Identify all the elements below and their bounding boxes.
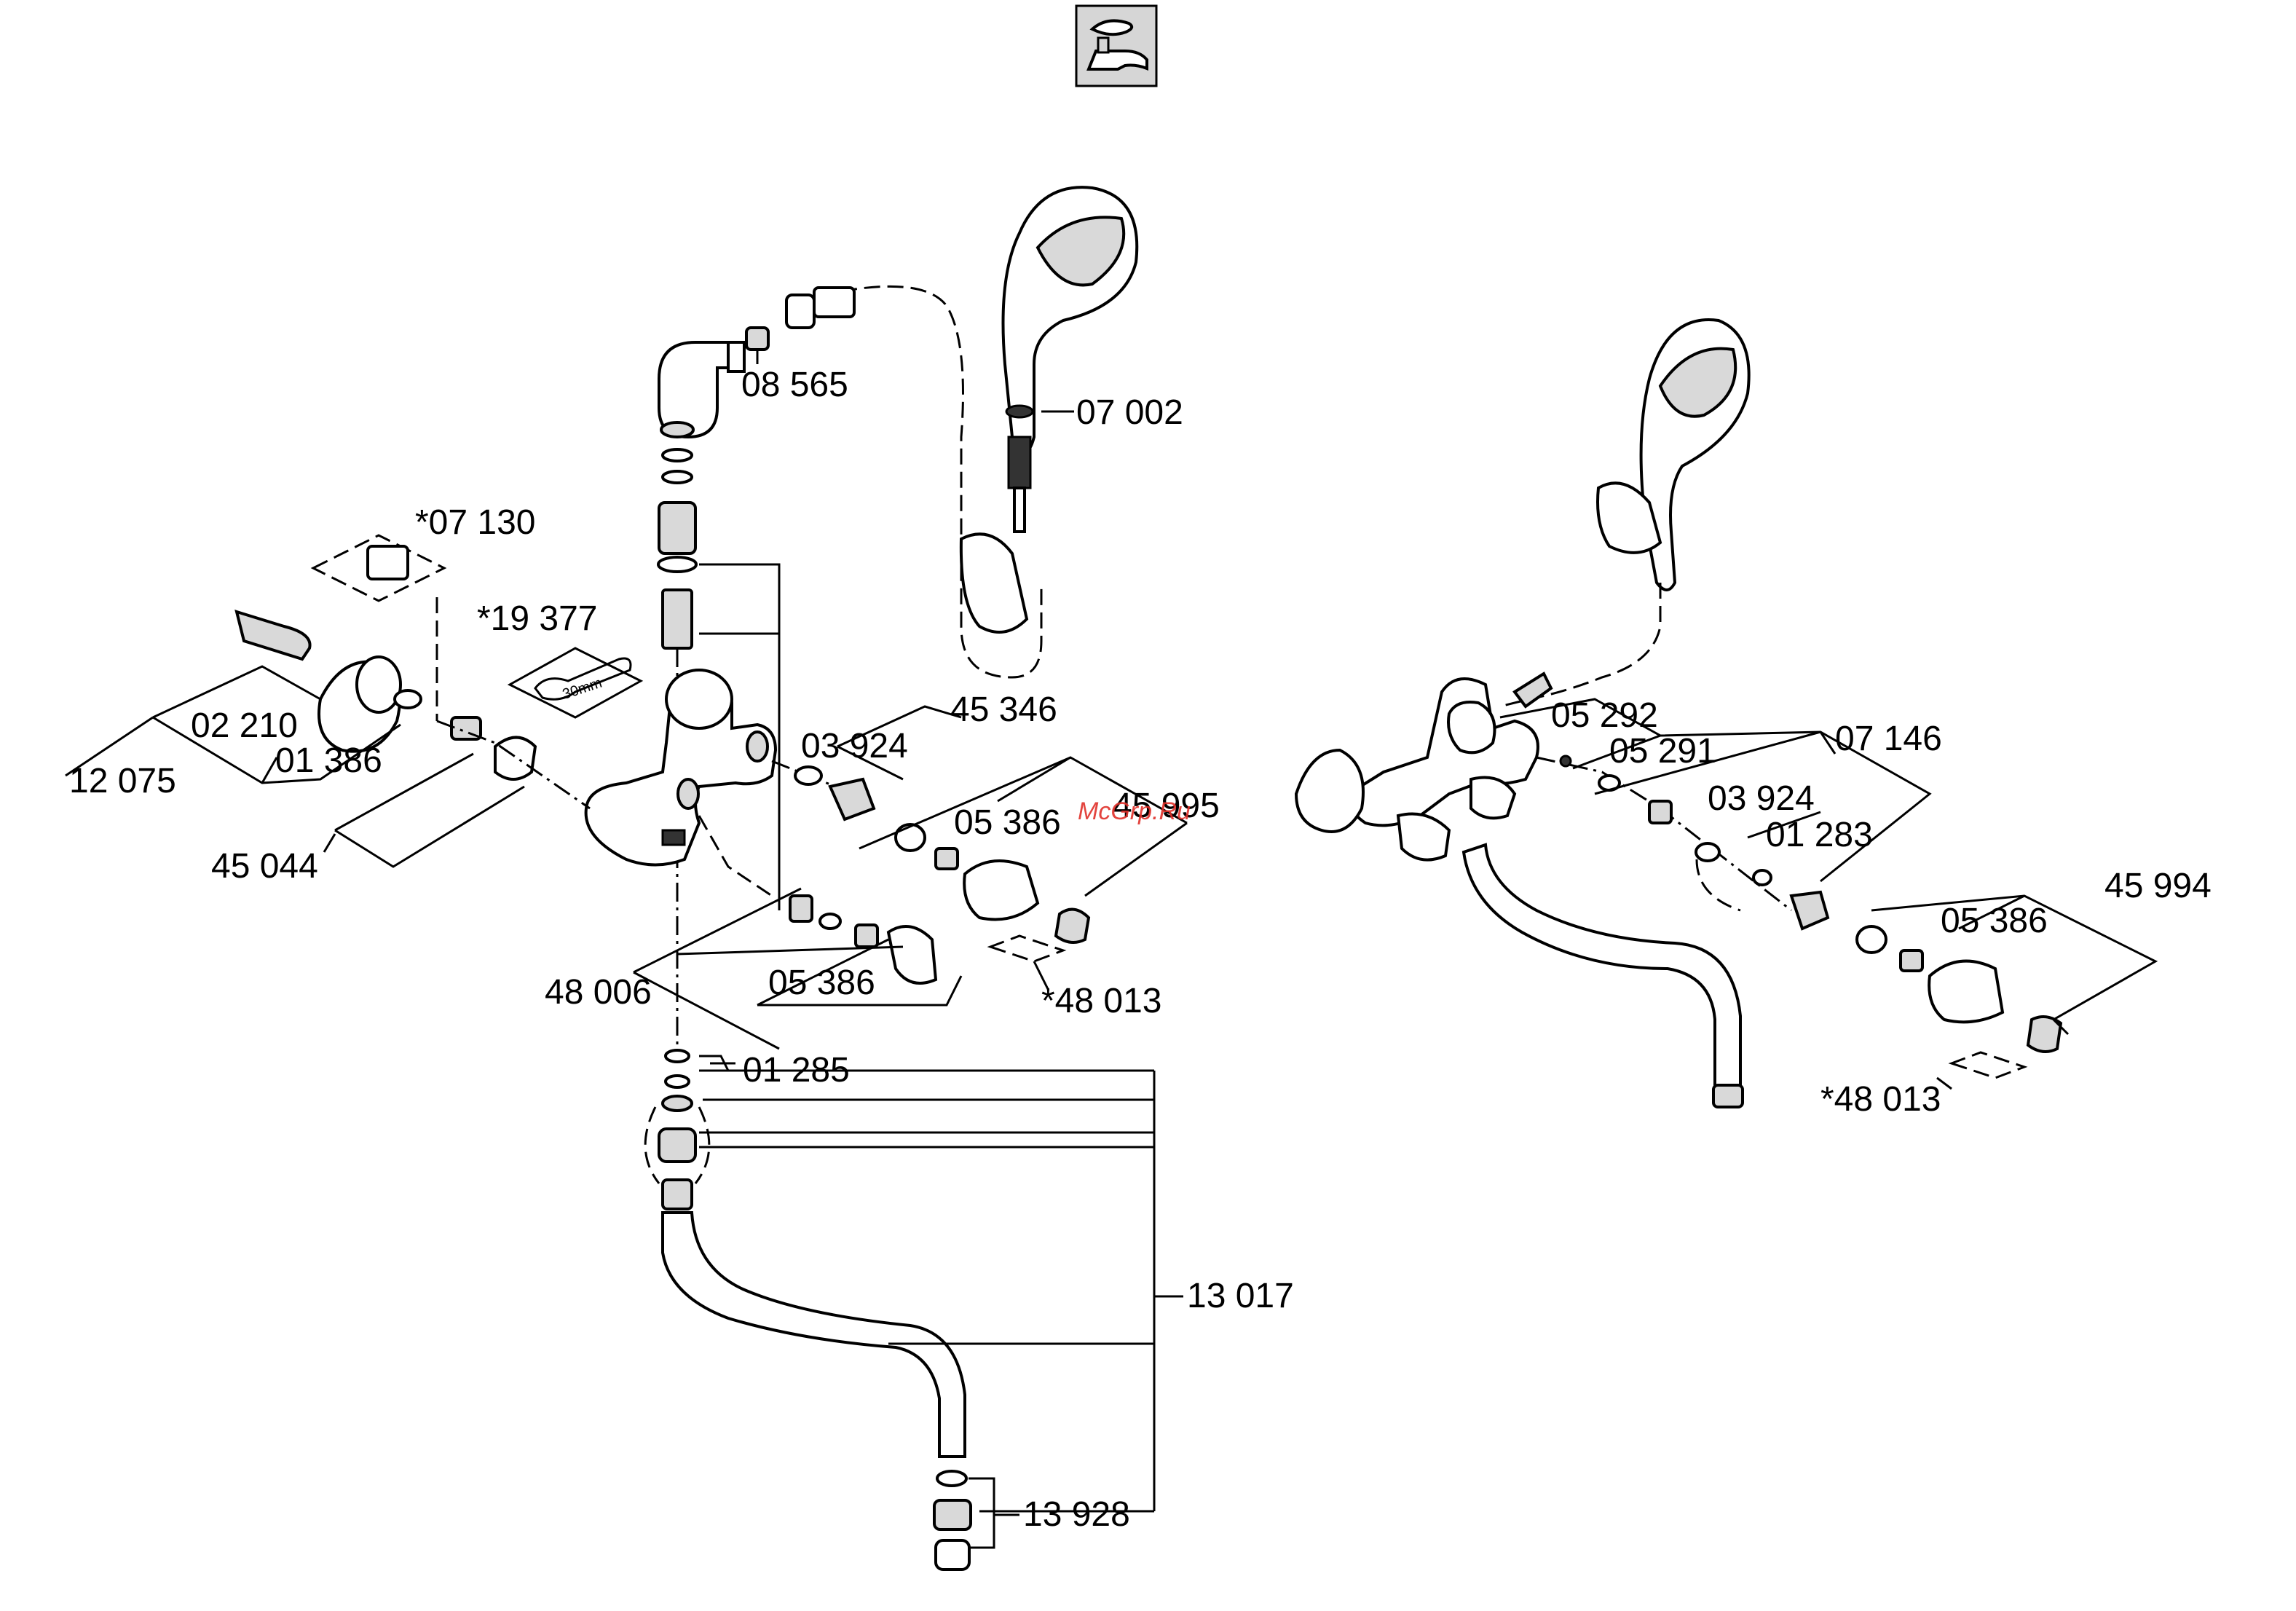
label-48006: 48 006 — [545, 973, 652, 1012]
label-02210: 02 210 — [191, 706, 298, 745]
handle-45995 — [964, 861, 1038, 920]
leader-lines — [66, 350, 2155, 1548]
right-assembly — [1296, 320, 2061, 1107]
callout-labels: 08 565 07 002 *07 130 *19 377 02 210 01 … — [69, 366, 2212, 1534]
label-08565: 08 565 — [741, 366, 848, 404]
label-05292: 05 292 — [1551, 696, 1658, 735]
spout-right — [1464, 845, 1740, 1092]
label-13928: 13 928 — [1023, 1495, 1130, 1534]
spout-left — [663, 1213, 965, 1457]
label-01283: 01 283 — [1766, 816, 1873, 854]
watermark: McGrp.Ru — [1078, 797, 1191, 825]
label-05291: 05 291 — [1609, 732, 1716, 771]
faucet-type-icon — [1076, 6, 1156, 86]
label-45346: 45 346 — [950, 690, 1057, 729]
wrench-box-19377: 30mm — [510, 648, 641, 717]
label-03924-left: 03 924 — [801, 727, 908, 765]
label-05386-right: 05 386 — [1941, 902, 2048, 940]
label-05386-lower: 05 386 — [768, 964, 875, 1002]
nut-left — [451, 717, 535, 779]
label-01386: 01 386 — [275, 741, 382, 780]
label-12075: 12 075 — [69, 762, 176, 800]
label-19377: *19 377 — [477, 599, 598, 638]
wrench-size-label: 30mm — [561, 675, 604, 703]
label-05386-left: 05 386 — [954, 803, 1061, 842]
label-07146: 07 146 — [1835, 720, 1942, 758]
label-48013-left: *48 013 — [1041, 982, 1162, 1020]
shower-holder — [961, 534, 1027, 632]
label-03924-right: 03 924 — [1708, 779, 1815, 818]
label-45994: 45 994 — [2104, 867, 2212, 905]
connector-left — [237, 612, 310, 659]
label-07130: *07 130 — [415, 503, 536, 542]
handle-45994 — [1929, 961, 2003, 1023]
label-07002: 07 002 — [1076, 393, 1183, 432]
label-13017: 13 017 — [1187, 1277, 1294, 1315]
label-48013-right: *48 013 — [1820, 1080, 1941, 1119]
label-45044: 45 044 — [211, 847, 318, 886]
left-assembly: 30mm — [237, 187, 1137, 1569]
label-01285: 01 285 — [743, 1051, 850, 1090]
